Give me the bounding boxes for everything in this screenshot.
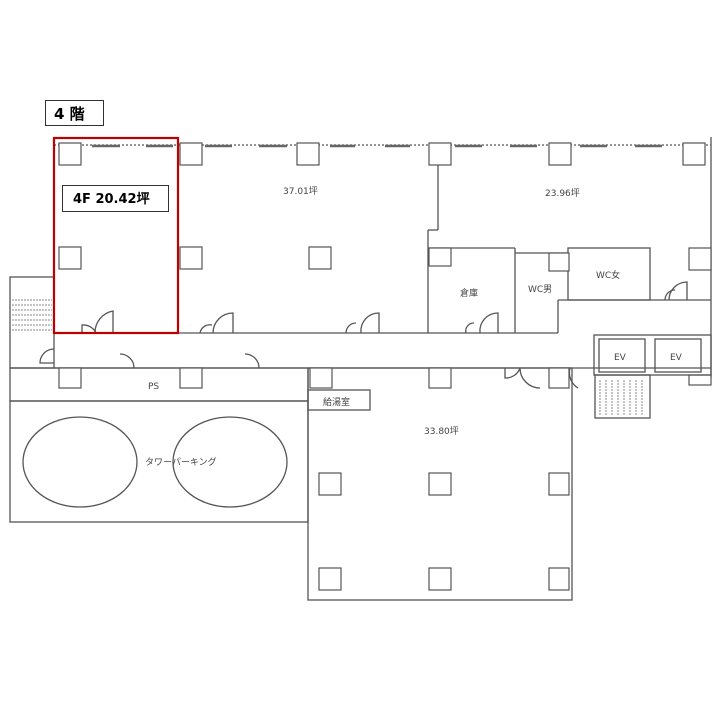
kitchenette-label: 給湯室 bbox=[323, 396, 350, 408]
ev-label: EV bbox=[670, 353, 683, 363]
columns bbox=[58, 142, 712, 591]
ps-label: PS bbox=[148, 382, 159, 392]
doors bbox=[39, 281, 688, 389]
wc-men-label: WC男 bbox=[528, 284, 552, 295]
elevator-hall bbox=[593, 334, 712, 376]
stairs bbox=[12, 299, 643, 416]
parking-turntable-1 bbox=[22, 416, 138, 508]
ev-label: EV bbox=[614, 353, 627, 363]
highlighted-unit[interactable] bbox=[52, 136, 180, 335]
elevator-2 bbox=[654, 338, 702, 373]
storage-label: 倉庫 bbox=[460, 287, 478, 299]
elevator-1 bbox=[598, 338, 646, 373]
floor-label: 4 階 bbox=[45, 100, 104, 126]
unit-area-label: 4F 20.42坪 bbox=[62, 185, 169, 212]
wc-women-label: WC女 bbox=[596, 269, 620, 281]
parking-turntable-2 bbox=[172, 416, 288, 508]
room-area-label: 23.96坪 bbox=[545, 188, 580, 199]
room-area-label: 37.01坪 bbox=[283, 186, 318, 197]
tower-parking-label: タワーパーキング bbox=[145, 456, 217, 468]
room-area-label: 33.80坪 bbox=[424, 426, 459, 437]
